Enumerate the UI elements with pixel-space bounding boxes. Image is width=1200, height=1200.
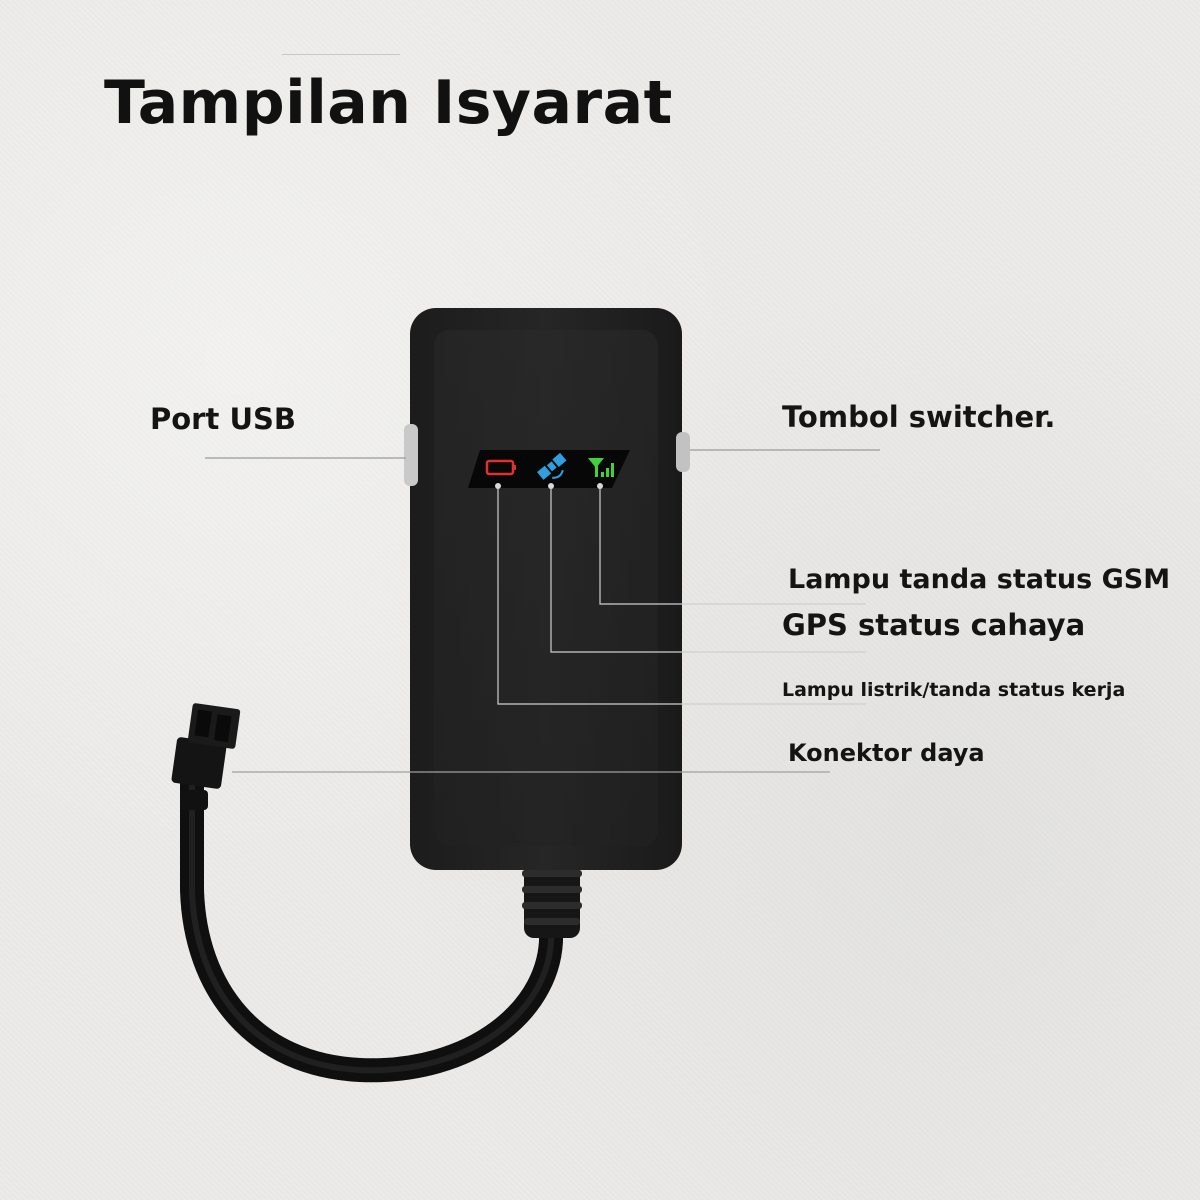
indicator-window <box>468 450 630 489</box>
power-connector-plug <box>171 703 241 810</box>
battery-icon <box>485 459 516 476</box>
gps-light-label: GPS status cahaya <box>782 608 1086 642</box>
signal-icon <box>588 458 614 477</box>
power-connector-label: Konektor daya <box>788 739 985 767</box>
power-cable <box>180 758 564 1083</box>
page-title: Tampilan Isyarat <box>104 68 673 138</box>
decorative-rule <box>282 54 400 55</box>
strain-relief <box>522 858 582 938</box>
satellite-icon <box>537 452 567 480</box>
usb-port-label: Port USB <box>150 402 296 436</box>
work-light-label: Lampu listrik/tanda status kerja <box>782 679 1126 701</box>
gsm-light-label: Lampu tanda status GSM <box>788 564 1171 595</box>
callout-lines <box>205 449 880 773</box>
switch-button-label: Tombol switcher. <box>782 400 1056 434</box>
gps-tracker-body <box>404 308 690 870</box>
